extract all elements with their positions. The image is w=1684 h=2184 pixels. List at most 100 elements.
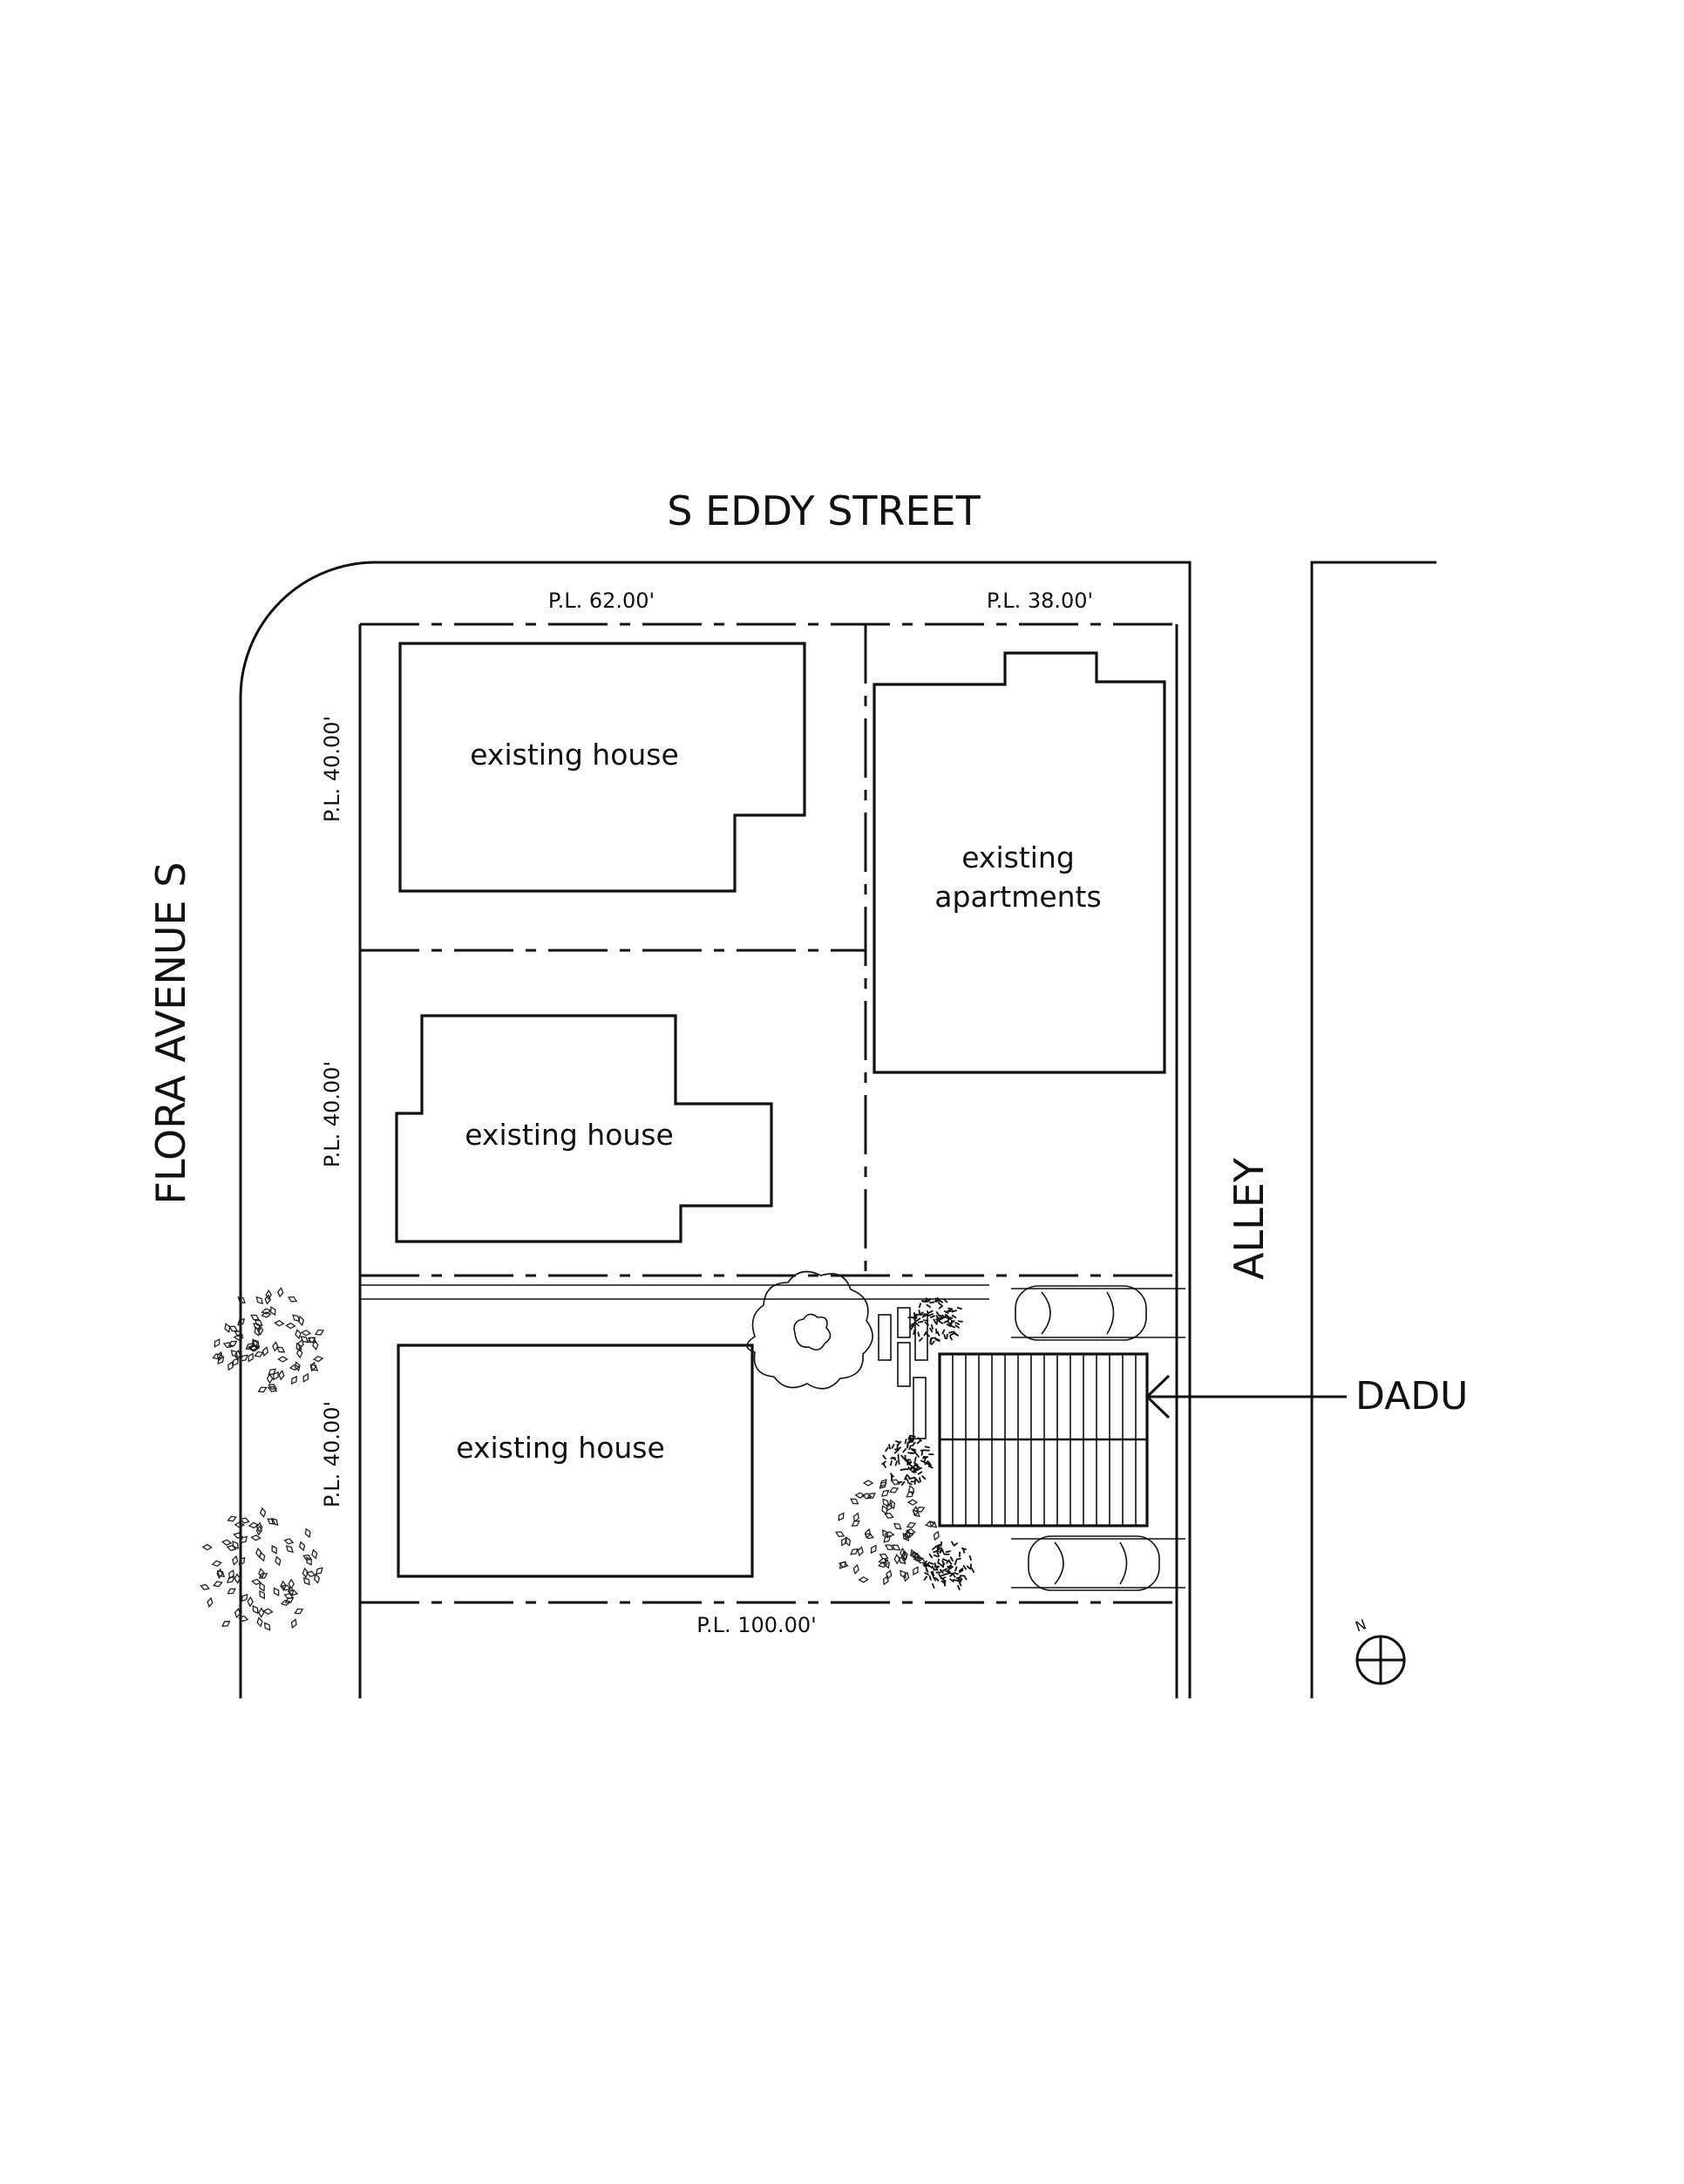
building-label-apartments-1: existing (961, 840, 1075, 874)
shrub-stroke (929, 1302, 934, 1303)
tree-leaf (207, 1597, 214, 1607)
tree-leaf (227, 1544, 236, 1551)
tree-leaf (289, 1375, 299, 1385)
shrub-stroke (927, 1310, 928, 1316)
pl-label-left-middle: P.L. 40.00' (320, 1061, 344, 1167)
shrub-stroke (939, 1306, 943, 1310)
shrub-stroke (950, 1336, 953, 1340)
tree-leaf (911, 1508, 920, 1518)
shrub-stroke (955, 1323, 960, 1325)
tree-leaf (286, 1323, 295, 1329)
tree-leaf (849, 1497, 859, 1507)
shrub-stroke (972, 1568, 974, 1573)
tree-leaf (213, 1338, 221, 1349)
shrub-stroke (900, 1469, 906, 1470)
shrub-stroke (957, 1308, 962, 1310)
shrub-stroke (925, 1446, 930, 1447)
tree-leaf (232, 1555, 239, 1565)
tree-leaf (857, 1547, 865, 1556)
tree-leaf (288, 1295, 298, 1303)
tree-leaf (893, 1521, 903, 1531)
shrub-stroke (952, 1541, 954, 1546)
tree-leaf (270, 1545, 279, 1555)
dadu-building (940, 1354, 1147, 1526)
shrub-stroke (953, 1580, 958, 1581)
tree-leaf (248, 1597, 254, 1606)
shrub-stroke (922, 1476, 926, 1480)
tree-leaf (223, 1323, 231, 1332)
deciduous-tree (747, 1272, 873, 1389)
dadu-label: DADU (1355, 1374, 1468, 1419)
shrub-stroke (924, 1576, 927, 1581)
shrub-stroke (950, 1333, 955, 1335)
tree-leaf (263, 1609, 272, 1615)
shrub-stroke (942, 1559, 947, 1561)
tree-leaf (262, 1622, 272, 1632)
shrub-stroke (955, 1567, 957, 1572)
shrub-stroke (963, 1565, 966, 1569)
building-label-house-3: existing house (456, 1431, 665, 1465)
tree-leaf (200, 1583, 209, 1591)
tree-leaf (257, 1385, 268, 1394)
tree-leaf (911, 1566, 920, 1576)
shrub-stroke (889, 1444, 890, 1449)
shrub-icon (882, 1435, 934, 1486)
shrub-stroke (934, 1555, 939, 1557)
tree-leaf (302, 1372, 310, 1383)
tree-leaf (270, 1517, 280, 1527)
tree-leaf (277, 1288, 283, 1297)
alley-east-edge (1312, 562, 1436, 1698)
shrub-stroke (948, 1331, 954, 1332)
shrub-stroke (954, 1573, 959, 1575)
shrub-stroke (907, 1482, 912, 1485)
tree-leaf (859, 1577, 868, 1583)
tree-leaf (229, 1349, 239, 1358)
shrub-stroke (923, 1320, 928, 1321)
street-label-east: ALLEY (1226, 1157, 1273, 1280)
pl-label-bottom: P.L. 100.00' (696, 1613, 817, 1637)
shrub-icon (907, 1297, 962, 1344)
shrub-stroke (926, 1568, 928, 1572)
tree-leaf (213, 1580, 222, 1588)
shrub-stroke (909, 1464, 913, 1467)
shrub-stroke (883, 1455, 886, 1459)
shrub-stroke (918, 1322, 923, 1323)
tree-leaf (261, 1346, 269, 1356)
tree-leaf (933, 1531, 940, 1541)
shrub-stroke (927, 1304, 931, 1307)
shrub-stroke (946, 1551, 951, 1552)
shrub-stroke (964, 1575, 967, 1580)
tree-leaf (311, 1549, 319, 1559)
tree-leaf (212, 1560, 221, 1567)
tree-leaf (227, 1587, 237, 1595)
tree-leaf (837, 1512, 846, 1522)
shrub-stroke (928, 1314, 934, 1316)
tree-leaf (835, 1530, 845, 1539)
shrub-stroke (932, 1547, 936, 1550)
tree-leaf (304, 1556, 313, 1567)
shrub-stroke (954, 1561, 956, 1566)
tree-leaf (247, 1352, 255, 1363)
tree-leaf (869, 1544, 878, 1555)
tree-leaf (221, 1619, 231, 1629)
shrub-stroke (944, 1334, 946, 1339)
street-label-north: S EDDY STREET (667, 487, 981, 534)
tree-leaf (216, 1569, 222, 1579)
stepping-stones (879, 1308, 927, 1439)
shrub-stroke (915, 1457, 916, 1462)
tree-leaf (227, 1514, 237, 1522)
pl-label-left-upper: P.L. 40.00' (320, 716, 344, 822)
shrub-stroke (956, 1577, 961, 1578)
tree-leaf (907, 1521, 917, 1529)
shrub-stroke (955, 1325, 960, 1329)
tree-leaf (267, 1374, 272, 1383)
tree-leaf (254, 1351, 264, 1358)
building-label-house-1: existing house (470, 738, 679, 772)
shrub-stroke (891, 1460, 892, 1466)
tree-leaf (258, 1568, 264, 1578)
shrub-stroke (945, 1571, 950, 1572)
shrub-stroke (903, 1448, 907, 1453)
tree-leaf (267, 1367, 277, 1377)
shrub-stroke (940, 1541, 941, 1547)
tree-leaf (885, 1569, 893, 1579)
